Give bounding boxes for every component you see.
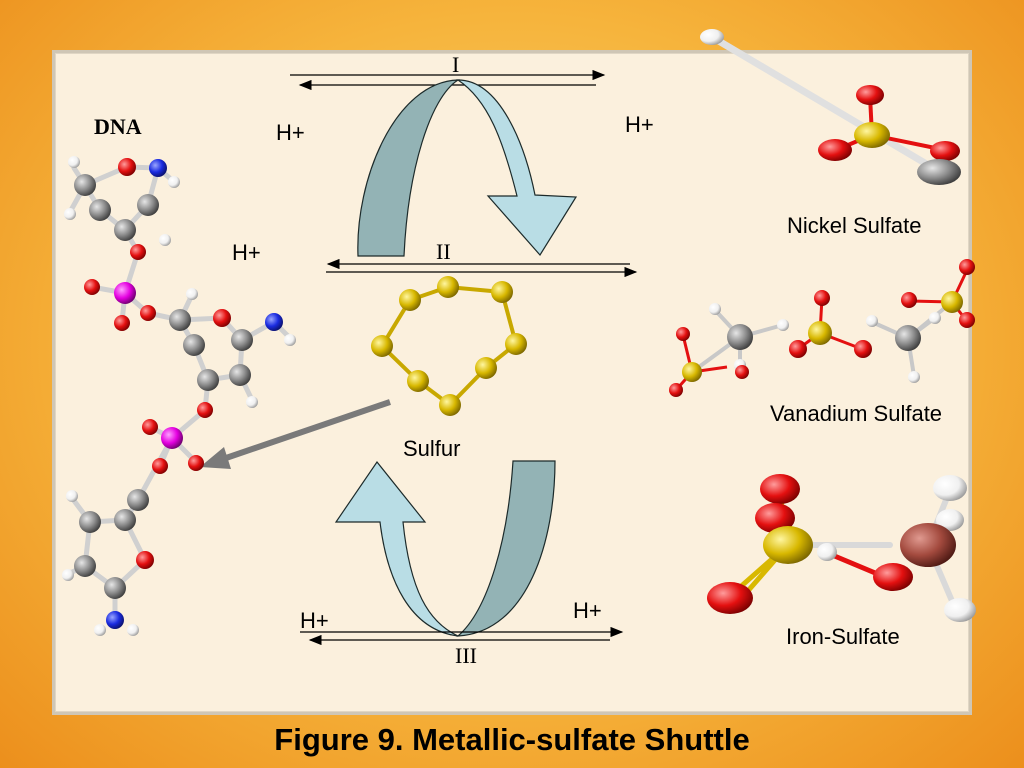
proton-label: H+ — [300, 608, 329, 633]
dna-label: DNA — [94, 114, 142, 139]
curved-arrow-light-half — [456, 79, 578, 257]
proton-label: H+ — [573, 598, 602, 623]
proton-label: H+ — [625, 112, 654, 137]
vanadium-sulfate-label: Vanadium Sulfate — [770, 401, 942, 426]
vanadium-sulfate-molecule — [669, 259, 975, 397]
dna-molecule — [62, 156, 296, 636]
iron-sulfate-molecule — [707, 474, 976, 622]
figure-caption: Figure 9. Metallic-sulfate Shuttle — [274, 722, 750, 757]
curved-arrow-dark-half — [456, 460, 556, 637]
curved-arrow-dark-half — [357, 79, 461, 257]
transfer-arrow — [200, 399, 391, 469]
cycle-top: I H+ H+ H+ II — [232, 52, 654, 278]
proton-label: H+ — [276, 120, 305, 145]
iron-sulfate-label: Iron-Sulfate — [786, 624, 900, 649]
sulfur-ring-molecule — [371, 276, 527, 416]
roman-numeral-i: I — [452, 52, 459, 77]
curved-arrow-light-half — [334, 460, 459, 637]
cycle-bottom: H+ H+ III — [300, 460, 624, 668]
nickel-sulfate-label: Nickel Sulfate — [787, 213, 922, 238]
roman-numeral-iii: III — [455, 643, 477, 668]
nickel-sulfate-molecule — [700, 29, 961, 185]
sulfur-label: Sulfur — [403, 436, 460, 461]
proton-label: H+ — [232, 240, 261, 265]
roman-numeral-ii: II — [436, 239, 451, 264]
